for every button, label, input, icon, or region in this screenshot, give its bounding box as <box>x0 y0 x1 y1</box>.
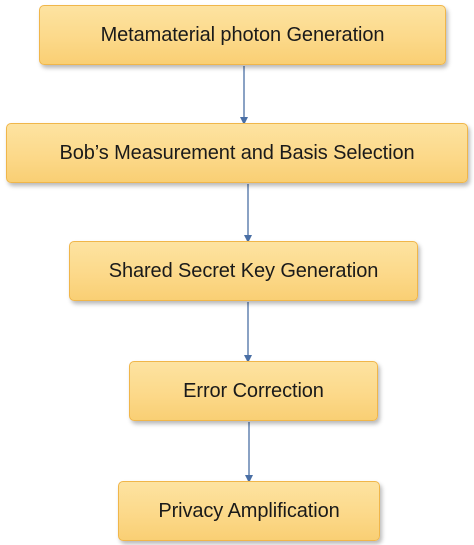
step-privacy-amplification: Privacy Amplification <box>118 481 380 541</box>
step-label: Metamaterial photon Generation <box>100 23 385 46</box>
step-shared-key-generation: Shared Secret Key Generation <box>69 241 418 301</box>
step-label: Privacy Amplification <box>158 499 340 522</box>
step-photon-generation: Metamaterial photon Generation <box>39 5 446 65</box>
step-measurement-basis-selection: Bob’s Measurement and Basis Selection <box>6 123 468 183</box>
step-label: Bob’s Measurement and Basis Selection <box>59 141 415 164</box>
step-error-correction: Error Correction <box>129 361 378 421</box>
step-label: Error Correction <box>183 379 324 402</box>
step-label: Shared Secret Key Generation <box>108 259 379 282</box>
